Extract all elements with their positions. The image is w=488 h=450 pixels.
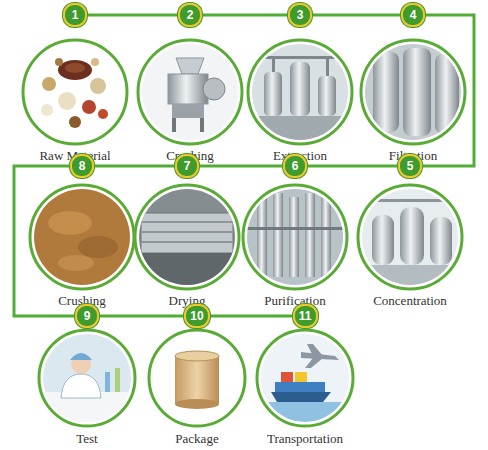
step-number: 1 bbox=[72, 8, 79, 22]
step-number: 9 bbox=[84, 309, 91, 323]
step-label: Transportation bbox=[267, 431, 343, 446]
circle-outline bbox=[23, 40, 127, 144]
process-step: 3Extraction bbox=[243, 3, 357, 164]
flow-line bbox=[87, 14, 178, 17]
step-label-box: Transportation bbox=[248, 429, 362, 447]
transport-picture bbox=[255, 328, 355, 432]
herbs-picture bbox=[25, 42, 125, 142]
step-circle bbox=[356, 3, 470, 164]
process-step: 1Raw Material bbox=[18, 3, 132, 164]
lab-test-picture bbox=[37, 328, 137, 432]
step-label: Purification bbox=[264, 293, 325, 308]
circle-outline bbox=[39, 330, 135, 426]
flow-line bbox=[312, 14, 401, 17]
process-step: 6Purification bbox=[238, 154, 352, 309]
circle-outline bbox=[135, 185, 239, 289]
step-circle bbox=[243, 3, 357, 164]
step-circle bbox=[18, 3, 132, 164]
circle-outline bbox=[30, 185, 134, 289]
powder-picture bbox=[32, 187, 132, 287]
process-step: 8Crushing bbox=[25, 154, 139, 309]
step-number: 7 bbox=[184, 159, 191, 173]
step-number: 10 bbox=[190, 309, 203, 323]
flow-line bbox=[210, 315, 293, 318]
step-number: 11 bbox=[299, 309, 312, 323]
crusher-picture bbox=[140, 42, 240, 142]
step-number-badge: 2 bbox=[178, 3, 202, 27]
drum-picture bbox=[147, 328, 247, 428]
step-circle bbox=[133, 3, 247, 164]
step-number: 3 bbox=[297, 8, 304, 22]
step-label-box: Test bbox=[30, 429, 144, 447]
filtration-picture bbox=[363, 42, 463, 142]
step-label: Concentration bbox=[373, 293, 447, 308]
process-step: 4Filtration bbox=[356, 3, 470, 164]
process-step: 10Package bbox=[140, 304, 254, 447]
flow-line bbox=[307, 165, 398, 168]
step-number-badge: 4 bbox=[401, 3, 425, 27]
step-number-badge: 7 bbox=[175, 154, 199, 178]
step-number-badge: 9 bbox=[75, 304, 99, 328]
step-label-box: Concentration bbox=[353, 291, 467, 309]
step-label: Test bbox=[76, 431, 97, 446]
circle-outline bbox=[243, 185, 347, 289]
step-number: 5 bbox=[407, 159, 414, 173]
purification-picture bbox=[245, 187, 345, 287]
process-step: 5Concentration bbox=[353, 154, 467, 309]
step-number-badge: 3 bbox=[288, 3, 312, 27]
flow-line bbox=[202, 14, 288, 17]
step-label: Package bbox=[175, 431, 218, 446]
circle-outline bbox=[149, 330, 245, 426]
process-step: 9Test bbox=[30, 304, 144, 447]
circle-outline bbox=[358, 185, 462, 289]
step-number: 8 bbox=[79, 159, 86, 173]
step-label-box: Package bbox=[140, 429, 254, 447]
flow-line bbox=[99, 315, 184, 318]
circle-outline bbox=[361, 40, 465, 144]
process-step: 7Drying bbox=[130, 154, 244, 309]
step-number-badge: 11 bbox=[293, 304, 318, 328]
process-step: 2Crushing bbox=[133, 3, 247, 164]
step-number-badge: 5 bbox=[398, 154, 422, 178]
circle-outline bbox=[138, 40, 242, 144]
step-number-badge: 10 bbox=[184, 304, 210, 328]
flow-line bbox=[199, 165, 283, 168]
step-label-box: Purification bbox=[238, 291, 352, 309]
step-number-badge: 8 bbox=[70, 154, 94, 178]
step-number: 2 bbox=[187, 8, 194, 22]
step-number: 4 bbox=[410, 8, 417, 22]
circle-outline bbox=[257, 330, 353, 426]
step-number-badge: 6 bbox=[283, 154, 307, 178]
step-number-badge: 1 bbox=[63, 3, 87, 27]
step-number: 6 bbox=[292, 159, 299, 173]
circle-outline bbox=[248, 40, 352, 144]
flow-line bbox=[94, 165, 175, 168]
process-step: 11Transportation bbox=[248, 304, 362, 447]
